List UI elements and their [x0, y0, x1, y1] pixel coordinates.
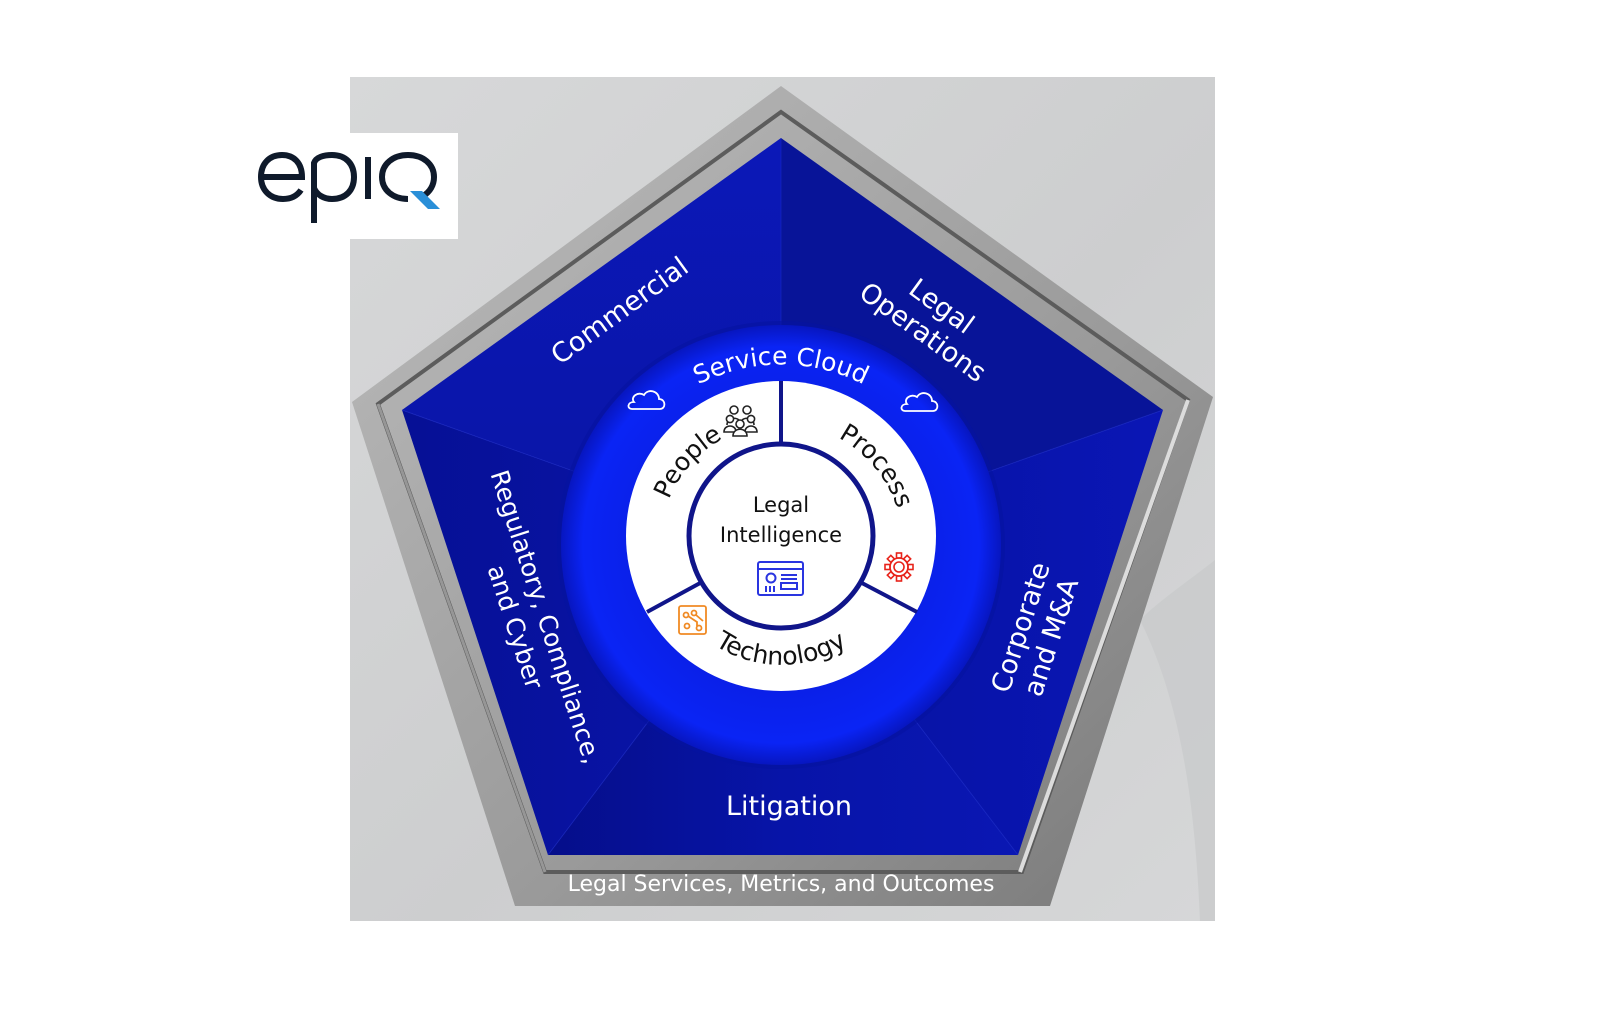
circuit-icon: [678, 605, 707, 635]
background-swoosh: [1140, 560, 1215, 921]
logo-letter-q: [378, 151, 438, 202]
logo-q-accent: [410, 191, 440, 209]
frame-line-left: [375, 109, 1191, 874]
center-title-line2: Intelligence: [720, 523, 842, 547]
inner-dividers: [646, 381, 918, 614]
label-litigation: Litigation: [726, 791, 852, 822]
frame-line-left-highlight: [376, 403, 547, 873]
people-group-icon: [723, 405, 758, 437]
footer-label: Legal Services, Metrics, and Outcomes: [568, 872, 995, 897]
gear-icon: [884, 552, 914, 582]
cloud-icon-left: [627, 390, 666, 410]
center-circle[interactable]: [686, 441, 876, 631]
logo-letter-e: [257, 151, 306, 203]
logo-letter-p: [311, 151, 358, 223]
cloud-icon-right: [900, 392, 939, 412]
frame-line-right-highlight: [1018, 399, 1190, 873]
center-title-line1: Legal: [753, 493, 809, 517]
epiq-logo[interactable]: [257, 133, 458, 239]
logo-mark: [257, 151, 440, 223]
dashboard-icon: [757, 561, 804, 596]
